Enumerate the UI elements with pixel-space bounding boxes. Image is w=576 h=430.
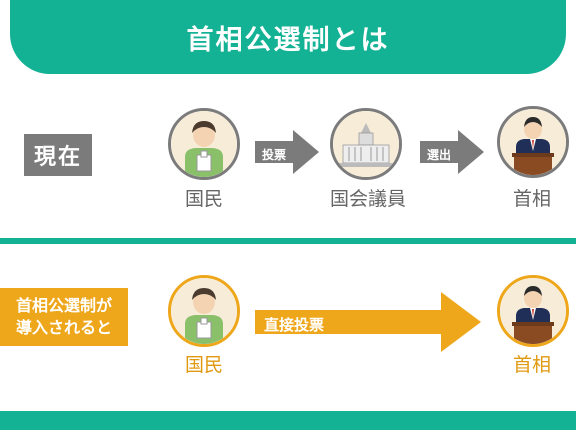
section-divider (0, 238, 576, 244)
node-citizen: 国民 (184, 188, 223, 210)
node-prime-minister: 首相 (512, 188, 551, 210)
bottom-bar (0, 411, 576, 430)
citizen-voting-icon (168, 108, 240, 180)
node-diet-members: 国会議員 (329, 188, 406, 210)
after-label-line1: 首相公選制が (15, 296, 112, 315)
current-label: 現在 (24, 134, 92, 176)
arrow-select (420, 130, 484, 174)
after-label-line2: 導入されると (15, 318, 112, 337)
after-label: 首相公選制が 導入されると (0, 288, 128, 346)
page-title: 首相公選制とは (10, 0, 566, 74)
arrow-vote-label: 投票 (261, 148, 286, 162)
arrow-select-label: 選出 (426, 148, 451, 162)
citizen-voting-icon-after (168, 275, 240, 347)
diet-building-icon (330, 108, 402, 180)
prime-minister-icon-after (497, 275, 569, 347)
arrow-direct-vote (255, 292, 481, 352)
arrow-direct-vote-label: 直接投票 (264, 316, 325, 334)
arrow-vote (255, 130, 319, 174)
node-citizen-after: 国民 (184, 354, 223, 376)
node-prime-minister-after: 首相 (512, 354, 551, 376)
prime-minister-icon (497, 106, 569, 178)
